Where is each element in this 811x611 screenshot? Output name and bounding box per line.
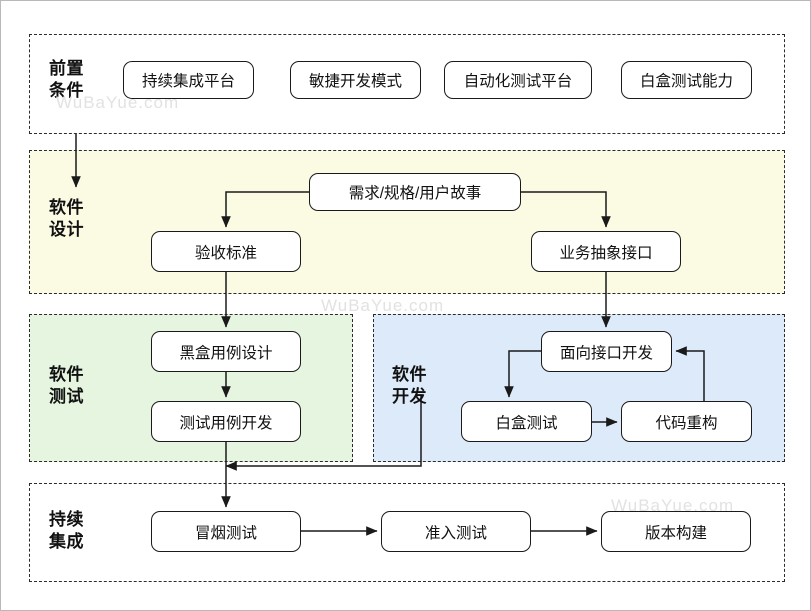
node-code-refactor[interactable]: 代码重构 bbox=[621, 401, 752, 442]
node-business-api[interactable]: 业务抽象接口 bbox=[531, 231, 681, 272]
node-acceptance[interactable]: 验收标准 bbox=[151, 231, 301, 272]
node-auto-test[interactable]: 自动化测试平台 bbox=[444, 61, 592, 99]
prereq-label: 前置 条件 bbox=[49, 59, 84, 100]
development-label: 软件 开发 bbox=[392, 365, 427, 406]
node-whitebox-test[interactable]: 白盒测试 bbox=[461, 401, 592, 442]
band-design bbox=[29, 150, 785, 294]
node-requirement[interactable]: 需求/规格/用户故事 bbox=[309, 173, 521, 211]
node-version-build[interactable]: 版本构建 bbox=[601, 511, 751, 552]
node-smoke-test[interactable]: 冒烟测试 bbox=[151, 511, 301, 552]
node-api-oriented-dev[interactable]: 面向接口开发 bbox=[541, 331, 672, 372]
watermark-text: WuBaYue.com bbox=[321, 296, 445, 315]
design-label: 软件 设计 bbox=[49, 198, 84, 239]
node-whitebox-ability[interactable]: 白盒测试能力 bbox=[621, 61, 752, 99]
node-blackbox-design[interactable]: 黑盒用例设计 bbox=[151, 331, 301, 372]
node-agile-mode[interactable]: 敏捷开发模式 bbox=[290, 61, 421, 99]
node-ci-platform[interactable]: 持续集成平台 bbox=[123, 61, 254, 99]
node-entry-test[interactable]: 准入测试 bbox=[381, 511, 531, 552]
integration-label: 持续 集成 bbox=[49, 510, 84, 551]
testing-label: 软件 测试 bbox=[49, 365, 84, 406]
node-testcase-dev[interactable]: 测试用例开发 bbox=[151, 401, 301, 442]
